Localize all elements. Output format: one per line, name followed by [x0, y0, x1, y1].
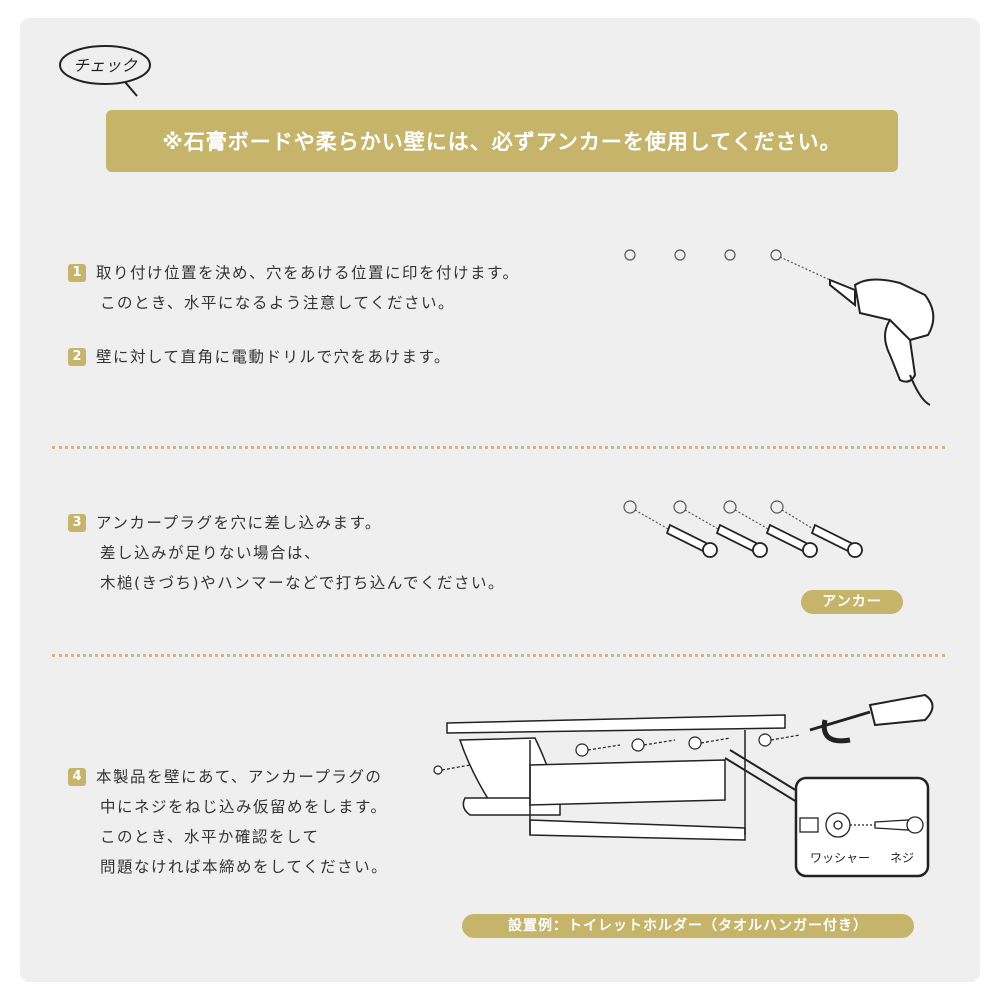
example-caption: 設置例：トイレットホルダー（タオルハンガー付き）	[462, 914, 914, 938]
step-number: 2	[68, 348, 86, 366]
step-number: 3	[68, 514, 86, 532]
step-text: 問題なければ本締めをしてください。	[100, 858, 389, 876]
step-text: 中にネジをねじ込み仮留めをします。	[100, 798, 388, 816]
step-number: 1	[68, 264, 86, 282]
anchor-plugs-illustration	[623, 500, 863, 558]
step-text: 木槌(きづち)やハンマーなどで打ち込んでください。	[100, 574, 506, 592]
drill-illustration	[624, 249, 935, 406]
step-2: 2 壁に対して直角に電動ドリルで穴をあけます。	[68, 342, 451, 372]
warning-banner: ※石膏ボードや柔らかい壁には、必ずアンカーを使用してください。	[106, 110, 898, 172]
anchor-label: アンカー	[801, 590, 903, 614]
toilet-holder-illustration: ワッシャー ネジ	[433, 693, 934, 878]
step-text: 本製品を壁にあて、アンカープラグの	[96, 768, 383, 786]
step-text: 壁に対して直角に電動ドリルで穴をあけます。	[96, 348, 451, 366]
screw-label: ネジ	[890, 851, 914, 865]
step-3: 3 アンカープラグを穴に差し込みます。 差し込みが足りない場合は、 木槌(きづち)…	[68, 508, 505, 598]
check-label: チェック	[73, 56, 138, 75]
step-text: このとき、水平になるよう注意してください。	[100, 294, 455, 312]
step-text: アンカープラグを穴に差し込みます。	[96, 514, 382, 532]
check-speech-bubble: チェック	[55, 40, 165, 104]
step-1: 1 取り付け位置を決め、穴をあける位置に印を付けます。 このとき、水平になるよう注…	[68, 258, 519, 318]
step-text: このとき、水平か確認をして	[100, 828, 320, 846]
dotted-divider	[52, 654, 945, 657]
speech-bubble-icon: チェック	[59, 45, 151, 97]
dotted-divider	[52, 446, 945, 449]
washer-label: ワッシャー	[810, 851, 870, 865]
step-text: 差し込みが足りない場合は、	[100, 544, 322, 562]
step-4: 4 本製品を壁にあて、アンカープラグの 中にネジをねじ込み仮留めをします。 このと…	[68, 762, 388, 882]
detail-callout	[794, 776, 930, 878]
step-text: 取り付け位置を決め、穴をあける位置に印を付けます。	[96, 264, 520, 282]
screwdriver-icon	[809, 693, 934, 744]
step-number: 4	[68, 768, 86, 786]
